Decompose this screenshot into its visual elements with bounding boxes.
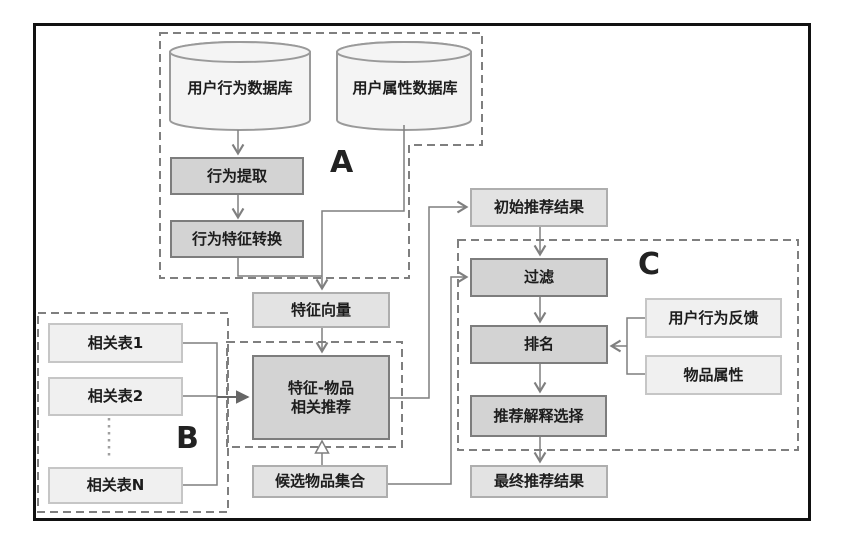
hollow-arrowhead-up <box>314 439 330 454</box>
user-behavior-db-label: 用户行为数据库 <box>187 78 293 97</box>
region-a-outline <box>159 32 483 279</box>
region-c-outline <box>457 239 799 451</box>
feature-item-rec-line2: 相关推荐 <box>290 397 351 416</box>
user-attr-db-label: 用户属性数据库 <box>352 78 458 97</box>
feature-item-rec-line1: 特征-物品 <box>287 378 355 397</box>
initial-rec-result-node: 初始推荐结果 <box>470 188 608 227</box>
behavior-extract-node: 行为提取 <box>170 157 304 195</box>
edge-transform-join <box>237 258 322 277</box>
section-label-a: A <box>330 145 354 180</box>
edge-feedback-join <box>626 317 645 375</box>
rec-explanation-select-node: 推荐解释选择 <box>470 395 607 437</box>
edge-related-tables-merge <box>183 342 218 486</box>
item-attributes-node: 物品属性 <box>645 355 782 395</box>
related-table-2-node: 相关表2 <box>48 377 183 416</box>
feature-vector-node: 特征向量 <box>252 292 390 328</box>
final-rec-result-node: 最终推荐结果 <box>470 465 608 498</box>
database-cylinders <box>169 41 472 131</box>
feature-item-rec-node: 特征-物品 相关推荐 <box>252 355 390 440</box>
related-table-1-node: 相关表1 <box>48 323 183 363</box>
filter-node: 过滤 <box>470 258 608 297</box>
edge-attrdb-to-featurevector <box>315 125 405 291</box>
user-behavior-feedback-node: 用户行为反馈 <box>645 298 782 338</box>
region-b-outline <box>37 312 229 513</box>
behavior-feature-transform-node: 行为特征转换 <box>170 220 304 258</box>
section-label-b: B <box>176 421 199 456</box>
section-label-c: C <box>638 247 661 282</box>
feature-item-dashed-outline <box>226 341 403 448</box>
related-table-n-node: 相关表N <box>48 467 183 504</box>
edge-candidate-to-filter <box>388 270 469 485</box>
edge-featureitem-to-initial <box>390 200 469 399</box>
ranking-node: 排名 <box>470 325 608 364</box>
candidate-item-set-node: 候选物品集合 <box>252 465 388 498</box>
